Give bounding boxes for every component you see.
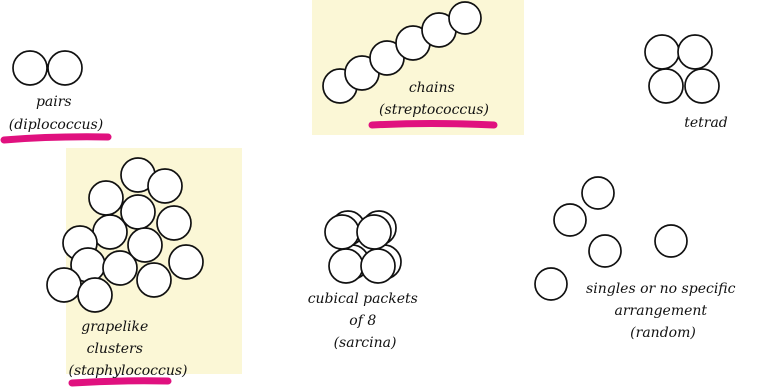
staphylococcus-cells: [46, 157, 204, 313]
label-line: chains: [409, 80, 455, 96]
coccus: [92, 214, 128, 250]
coccus: [360, 248, 396, 284]
label-line: tetrad: [684, 115, 728, 131]
label-line: arrangement: [615, 303, 708, 319]
coccus: [102, 250, 138, 286]
diplococcus-cells: [12, 50, 83, 86]
label-line: (sarcina): [334, 335, 397, 351]
coccus: [588, 234, 622, 268]
coccus: [46, 267, 82, 303]
label-line: grapelike: [81, 319, 148, 335]
streptococcus-label: chains (streptococcus): [379, 80, 489, 118]
label-line: (staphylococcus): [68, 363, 187, 379]
coccus: [120, 194, 156, 230]
label-line: pairs: [36, 94, 72, 110]
coccus: [136, 262, 172, 298]
coccus: [534, 267, 568, 301]
coccus: [324, 214, 360, 250]
coccus: [47, 50, 83, 86]
label-line: of 8: [349, 313, 376, 329]
coccus: [12, 50, 48, 86]
streptococcus-cells: [322, 1, 482, 104]
coccus: [644, 34, 680, 70]
label-line: cubical packets: [308, 291, 418, 307]
coccus: [127, 227, 163, 263]
coccus: [156, 205, 192, 241]
coccus: [553, 203, 587, 237]
label-line: (diplococcus): [9, 117, 103, 133]
coccus: [684, 68, 720, 104]
coccus: [147, 168, 183, 204]
coccus: [77, 277, 113, 313]
random-singles-label: singles or no specific arrangement (rand…: [586, 281, 740, 341]
streptococcus-underline: [368, 120, 498, 129]
staphylococcus-label: grapelike clusters (staphylococcus): [68, 319, 187, 379]
coccus: [168, 244, 204, 280]
coccus: [448, 1, 482, 35]
sarcina-label: cubical packets of 8 (sarcina): [308, 291, 423, 351]
coccus: [356, 214, 392, 250]
coccus: [677, 34, 713, 70]
tetrad-label: tetrad: [684, 115, 728, 131]
coccus: [648, 68, 684, 104]
staphylococcus-underline: [68, 377, 172, 387]
coccus: [88, 180, 124, 216]
label-line: (streptococcus): [379, 102, 489, 118]
coccus: [654, 224, 688, 258]
label-line: singles or no specific: [586, 281, 736, 297]
diplococcus-underline: [0, 133, 112, 144]
label-line: (random): [630, 325, 696, 341]
random-singles-cells: [534, 176, 688, 301]
tetrad-cells: [644, 34, 720, 104]
coccus: [581, 176, 615, 210]
coccus: [328, 248, 364, 284]
sarcina-cells: [324, 210, 402, 284]
label-line: clusters: [87, 341, 143, 357]
diplococcus-label: pairs (diplococcus): [9, 94, 103, 133]
